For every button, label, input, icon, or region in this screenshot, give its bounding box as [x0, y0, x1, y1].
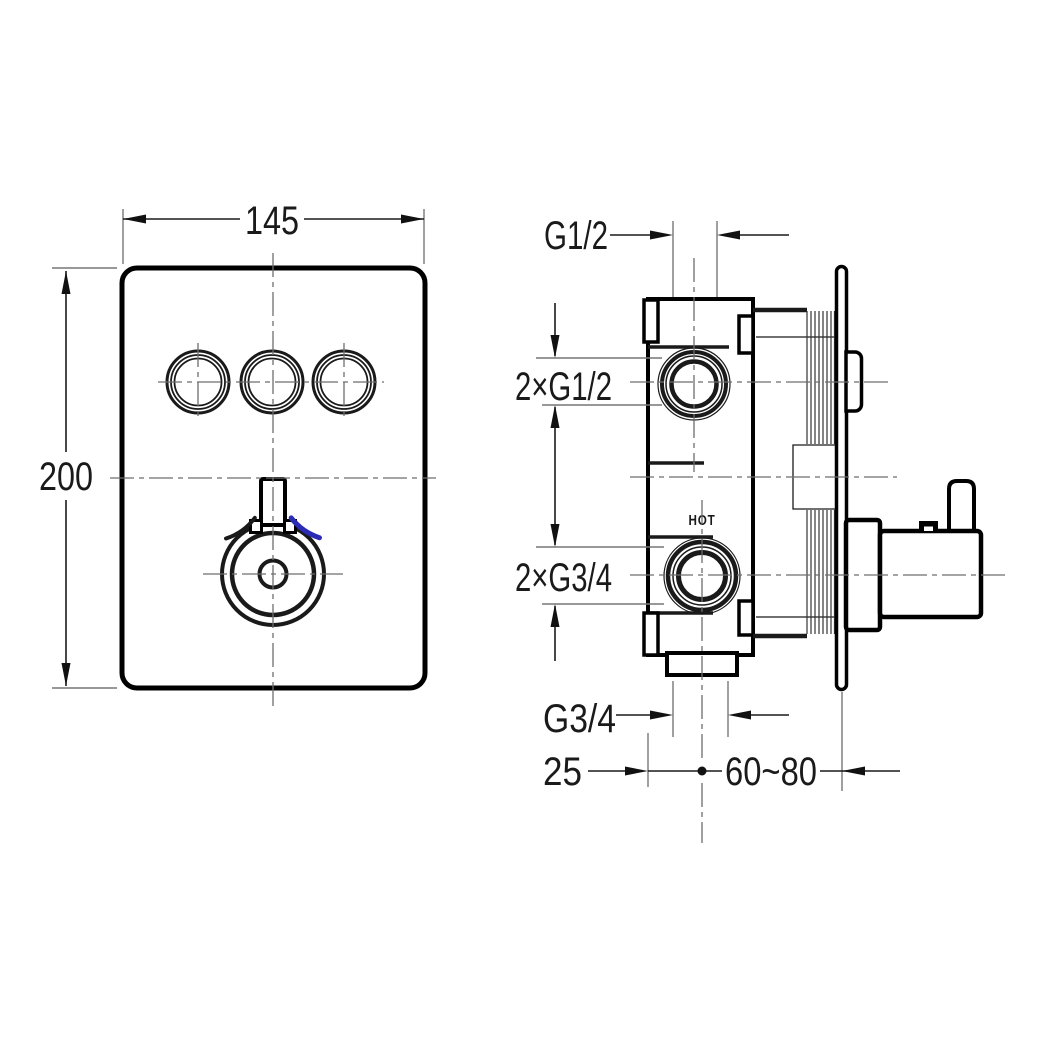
knob-side-profile — [843, 479, 984, 633]
dimension-install-depth: 25 60~80 — [543, 692, 900, 794]
arrowhead-right — [625, 766, 648, 776]
offset-dim-label: 25 — [543, 750, 582, 794]
bottom-outlet-label: G3/4 — [543, 697, 616, 741]
body-tab — [642, 298, 660, 344]
arrowhead-right — [401, 214, 424, 224]
rotation-arc-left — [224, 515, 257, 541]
inlet-ports-label: 2×G3/4 — [515, 556, 612, 600]
port-chamfer — [663, 537, 741, 615]
arrowhead-down — [61, 663, 71, 686]
side-view: HOT — [515, 214, 1008, 843]
height-dim-label: 200 — [39, 455, 93, 499]
dimension-width: 145 — [122, 199, 425, 264]
knob-body-side — [877, 528, 984, 620]
knob-lever — [947, 479, 976, 536]
side-ports-label: 2×G1/2 — [515, 365, 612, 409]
arrowhead-up — [550, 604, 560, 627]
side-centerlines — [630, 258, 1008, 843]
arrowhead-left — [728, 710, 751, 720]
dimension-bottom-outlet: G3/4 — [543, 681, 789, 741]
buttons-side-profile — [844, 350, 864, 413]
knob-stem-foot-left — [249, 519, 263, 534]
thread-hatch — [806, 311, 836, 634]
dimension-side-ports: 2×G1/2 — [515, 303, 662, 463]
dim-reference-dot — [697, 766, 707, 776]
cartridge-housing — [753, 307, 836, 639]
arrowhead-left — [123, 214, 146, 224]
rotation-arc-right-blue — [288, 515, 322, 541]
dimension-inlet-ports: 2×G3/4 — [515, 463, 664, 661]
arrowhead-up — [61, 271, 71, 294]
dimension-height: 200 — [39, 267, 117, 689]
arrowhead-down — [550, 335, 560, 358]
front-centerlines — [110, 253, 436, 707]
temp-limit-button-gap — [924, 526, 933, 531]
body-tab — [737, 599, 755, 637]
temp-limit-button — [919, 521, 938, 531]
arrowhead-right — [650, 710, 673, 720]
arrowhead-left — [717, 230, 740, 240]
width-dim-label: 145 — [245, 199, 299, 243]
body-tab — [737, 314, 755, 355]
front-view: 145 200 — [39, 199, 436, 707]
arrowhead-left — [842, 766, 865, 776]
arrowhead-up — [550, 405, 560, 428]
arrowhead-down — [550, 524, 560, 547]
top-outlet-label: G1/2 — [544, 214, 608, 258]
arrowhead-right — [650, 230, 673, 240]
dimension-top-outlet: G1/2 — [544, 214, 789, 297]
body-tab — [642, 611, 660, 657]
knob-stem-foot-right — [283, 519, 297, 534]
depth-range-label: 60~80 — [725, 750, 817, 794]
